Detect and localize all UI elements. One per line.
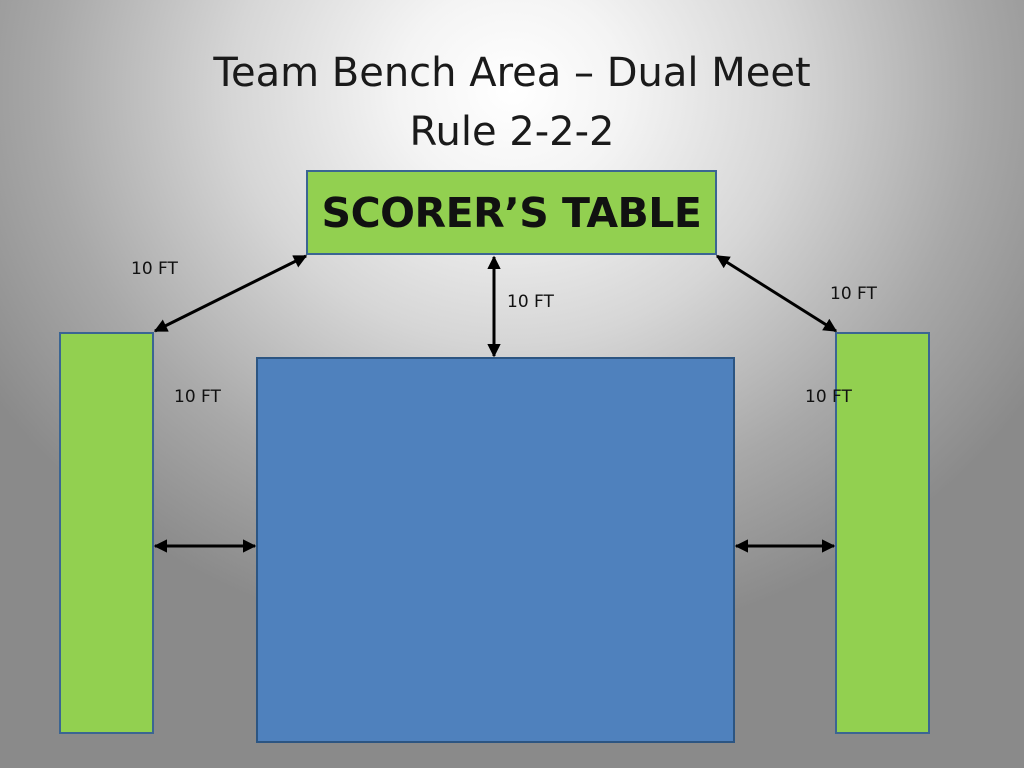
dimension-label-center: 10 FT bbox=[507, 292, 554, 312]
slide-title-line-1: Team Bench Area – Dual Meet bbox=[213, 50, 811, 96]
scorers-table: SCORER’S TABLE bbox=[306, 170, 717, 255]
scorers-table-label: SCORER’S TABLE bbox=[321, 188, 702, 237]
dimension-label-lower-right: 10 FT bbox=[805, 387, 852, 407]
dimension-label-upper-left: 10 FT bbox=[131, 259, 178, 279]
team-bench-right bbox=[835, 332, 930, 734]
team-bench-left bbox=[59, 332, 154, 734]
dimension-label-lower-left: 10 FT bbox=[174, 387, 221, 407]
arrow-table-to-right-bench bbox=[715, 254, 838, 333]
wrestling-mat bbox=[256, 357, 735, 743]
slide-title-line-2: Rule 2-2-2 bbox=[409, 109, 615, 155]
dimension-label-upper-right: 10 FT bbox=[830, 284, 877, 304]
